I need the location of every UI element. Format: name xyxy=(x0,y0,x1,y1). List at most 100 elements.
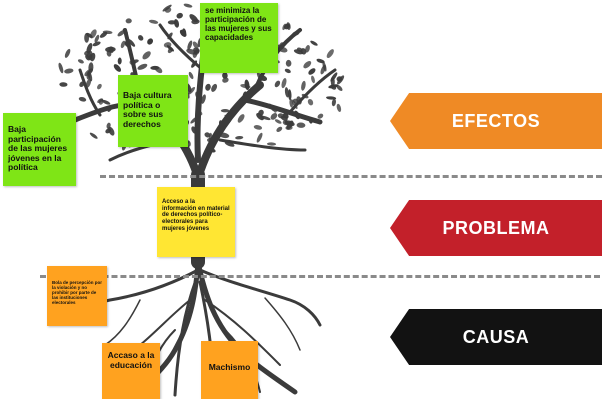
leaf xyxy=(189,14,199,23)
effect-note-low-participation: Baja participación de las mujeres jóvene… xyxy=(3,113,76,186)
efectos-banner: EFECTOS xyxy=(390,93,602,149)
causa-banner: CAUSA xyxy=(390,309,602,365)
leaf xyxy=(84,50,91,56)
leaf xyxy=(113,64,122,72)
leaf xyxy=(137,63,148,70)
leaf xyxy=(286,22,291,30)
leaf xyxy=(201,94,206,104)
leaf xyxy=(285,125,293,131)
effect-note-political-culture: Baja cultura política o sobre sus derech… xyxy=(118,75,188,147)
leaf xyxy=(222,77,229,83)
cause-note-education-text: Accaso a la educación xyxy=(107,350,155,370)
leaf xyxy=(59,82,68,87)
leaf xyxy=(78,96,87,102)
cause-note-perception: Bola de percepción por la violación y no… xyxy=(47,266,107,326)
problem-note: Acceso a la información en material de d… xyxy=(157,187,235,257)
leaf xyxy=(94,34,100,43)
leaf xyxy=(284,68,291,74)
leaf xyxy=(77,59,84,64)
effect-note-political-culture-text: Baja cultura política o sobre sus derech… xyxy=(123,90,172,129)
problema-banner: PROBLEMA xyxy=(390,200,602,256)
leaf xyxy=(138,35,144,41)
effect-note-minimized-participation-text: se minimiza la participación de las muje… xyxy=(205,6,272,42)
leaf xyxy=(281,78,287,89)
leaf xyxy=(336,103,342,112)
leaf xyxy=(224,141,235,147)
leaf xyxy=(256,132,263,143)
leaf xyxy=(64,68,74,74)
leaf xyxy=(220,109,230,113)
causa-banner-label: CAUSA xyxy=(462,326,530,347)
leaf xyxy=(142,51,151,60)
leaf xyxy=(308,68,316,75)
leaf xyxy=(150,65,160,70)
leaf xyxy=(288,89,292,101)
leaf xyxy=(173,19,180,28)
leaf xyxy=(101,99,111,105)
leaf xyxy=(205,83,211,91)
problem-note-text: Acceso a la información en material de d… xyxy=(162,199,230,232)
leaf xyxy=(240,84,251,89)
leaf xyxy=(326,49,334,59)
leaf xyxy=(222,72,228,79)
leaf xyxy=(256,112,265,121)
leaf xyxy=(310,40,318,46)
leaf xyxy=(331,98,336,107)
leaf xyxy=(193,47,200,54)
cause-divider-line xyxy=(40,275,600,278)
leaf xyxy=(307,99,314,106)
leaf xyxy=(285,59,292,67)
leaf xyxy=(166,45,174,52)
leaf xyxy=(147,38,154,45)
leaf xyxy=(176,12,183,19)
leaf xyxy=(326,96,337,100)
leaf xyxy=(322,61,327,72)
leaf xyxy=(237,114,245,123)
leaf xyxy=(106,122,111,129)
leaf xyxy=(117,57,122,65)
leaf xyxy=(336,84,343,91)
effects-divider-line xyxy=(100,175,602,178)
leaf xyxy=(211,83,218,92)
cause-note-perception-text: Bola de percepción por la violación y no… xyxy=(52,280,103,306)
effect-note-low-participation-text: Baja participación de las mujeres jóvene… xyxy=(8,124,68,173)
leaf xyxy=(276,126,283,133)
leaf xyxy=(179,29,187,37)
leaf xyxy=(258,109,264,116)
leaf xyxy=(284,87,289,98)
leaf xyxy=(89,132,98,139)
leaf xyxy=(120,40,126,49)
leaf xyxy=(128,39,136,47)
leaf xyxy=(187,40,193,50)
leaf xyxy=(305,45,310,53)
leaf xyxy=(301,80,306,91)
leaf xyxy=(296,122,306,128)
leaf xyxy=(300,48,307,55)
leaf xyxy=(337,75,345,85)
leaf xyxy=(317,113,324,119)
leaf xyxy=(183,3,193,8)
leaf xyxy=(188,71,194,80)
leaf xyxy=(148,19,159,24)
leaf xyxy=(235,135,244,140)
leaf xyxy=(92,41,101,47)
leaf xyxy=(303,61,312,69)
leaf xyxy=(330,76,335,87)
leaf xyxy=(204,132,211,138)
leaf xyxy=(282,120,289,126)
leaf xyxy=(188,86,196,95)
leaf xyxy=(85,78,92,88)
cause-note-machismo-text: Machismo xyxy=(208,362,251,372)
leaf xyxy=(125,18,132,24)
leaf xyxy=(105,46,116,53)
leaf xyxy=(274,80,281,88)
leaf xyxy=(328,84,339,89)
leaf xyxy=(64,48,71,58)
effect-note-minimized-participation: se minimiza la participación de las muje… xyxy=(200,3,278,73)
leaf xyxy=(192,41,199,49)
leaf xyxy=(253,125,263,130)
leaf xyxy=(277,113,285,119)
leaf xyxy=(266,142,277,146)
leaf xyxy=(105,128,112,134)
leaf xyxy=(86,71,91,80)
